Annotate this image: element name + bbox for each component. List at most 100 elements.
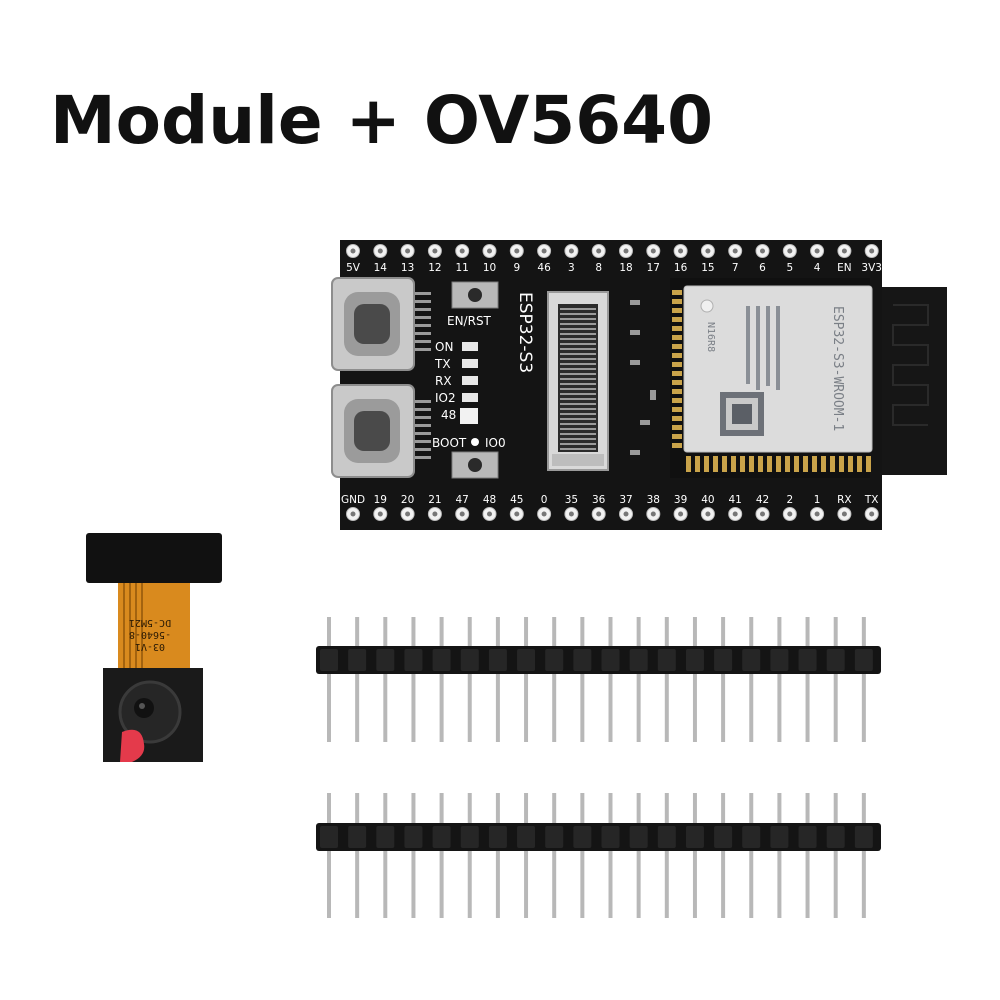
header-plastic [316,823,881,851]
page-title: Module + OV5640 [50,82,713,159]
wroom-module: N16R8 ESP32-S3-WROOM-1 [670,278,873,478]
header-pin [383,617,388,646]
bottom-pin-label: RX [837,494,852,506]
pin-header-strip-1 [316,617,881,742]
header-pin [524,617,529,646]
lens-tab [120,729,145,762]
top-pin-label: 16 [674,262,688,274]
header-pin [664,793,669,823]
board-name: ESP32-S3 [515,292,535,373]
header-pin [355,617,360,646]
pin-header-strip-2 [316,793,881,918]
header-pin [861,793,866,823]
module-name: ESP32-S3-WROOM-1 [830,306,845,431]
boot-button [451,451,499,479]
bottom-pin-label: 45 [510,494,523,506]
header-pin [495,617,500,646]
header-pin [327,793,331,823]
header-pin [439,617,444,646]
top-pin-label: 3 [568,262,575,274]
usb-c-connector-bottom [331,384,415,478]
bottom-pin-label: 47 [456,494,469,506]
bottom-pin-label: 41 [729,494,742,506]
header-pin [355,793,360,823]
header-pin [777,793,782,823]
header-pin [749,793,754,823]
bottom-pin-label: 42 [756,494,769,506]
bottom-pin-label: 19 [374,494,387,506]
top-pin-label: 12 [428,262,441,274]
header-pin [664,617,669,646]
header-pin [580,793,585,823]
header-pin [861,617,866,646]
header-pin [552,793,557,823]
bottom-pin-label: TX [864,494,879,506]
header-pin [580,617,585,646]
header-pin [467,793,472,823]
top-pin-label: 3V3 [861,262,882,274]
header-plastic [316,646,881,674]
header-pin [608,617,613,646]
flex-text-1: DC-5M21 [129,617,171,628]
module-variant: N16R8 [705,322,716,352]
header-pin [833,793,838,823]
header-pin [833,617,838,646]
rst-button [451,281,499,309]
header-pin [411,617,416,646]
bottom-pin-label: 0 [541,494,548,506]
header-pin [805,617,810,646]
camera-fpc-connector [547,291,609,471]
ov5640-camera: DC-5M21 -5640-8 03-V1 [86,533,222,762]
boot-label: BOOT [432,436,467,450]
bottom-pin-label: GND [341,494,365,506]
camera-connector [86,533,222,583]
header-pin [777,617,782,646]
top-pin-label: 5 [786,262,793,274]
bottom-pin-label: 35 [565,494,578,506]
top-pin-label: EN [837,262,852,274]
header-pin [411,793,416,823]
header-pin [524,793,529,823]
top-header-pads [346,244,879,258]
top-pin-label: 46 [537,262,551,274]
header-pin [749,617,754,646]
header-pin [636,793,641,823]
header-pin [608,793,613,823]
header-pin [467,617,472,646]
bottom-header-pads [346,507,879,521]
led-label-io2: IO2 [435,391,456,405]
header-pin [327,617,331,646]
top-pin-label: 4 [814,262,821,274]
rst-label: EN/RST [447,314,492,328]
header-pin [721,617,726,646]
top-pin-label: 18 [619,262,632,274]
bottom-pin-label: 36 [592,494,606,506]
top-pin-label: 11 [456,262,469,274]
status-leds: ON TX RX IO2 48 [434,340,478,424]
bottom-pin-label: 48 [483,494,496,506]
top-pin-label: 13 [401,262,414,274]
usb-c-connector-top [331,277,415,371]
top-pin-label: 10 [483,262,496,274]
bottom-pin-label: 39 [674,494,687,506]
top-pin-label: 17 [647,262,660,274]
io0-label: IO0 [485,436,506,450]
led-label-rx: RX [435,374,452,388]
header-pin [495,793,500,823]
header-pin [439,793,444,823]
top-pin-label: 8 [595,262,602,274]
top-pin-label: 6 [759,262,766,274]
bottom-pin-label: 21 [428,494,441,506]
header-pin [805,793,810,823]
bottom-pin-label: 38 [647,494,660,506]
header-pin [692,617,697,646]
led-label-on: ON [435,340,453,354]
top-pin-label: 15 [701,262,714,274]
bottom-pin-label: 1 [814,494,821,506]
top-pin-label: 5V [346,262,361,274]
flex-text-2: -5640-8 [129,629,171,640]
bottom-pin-label: 2 [786,494,793,506]
